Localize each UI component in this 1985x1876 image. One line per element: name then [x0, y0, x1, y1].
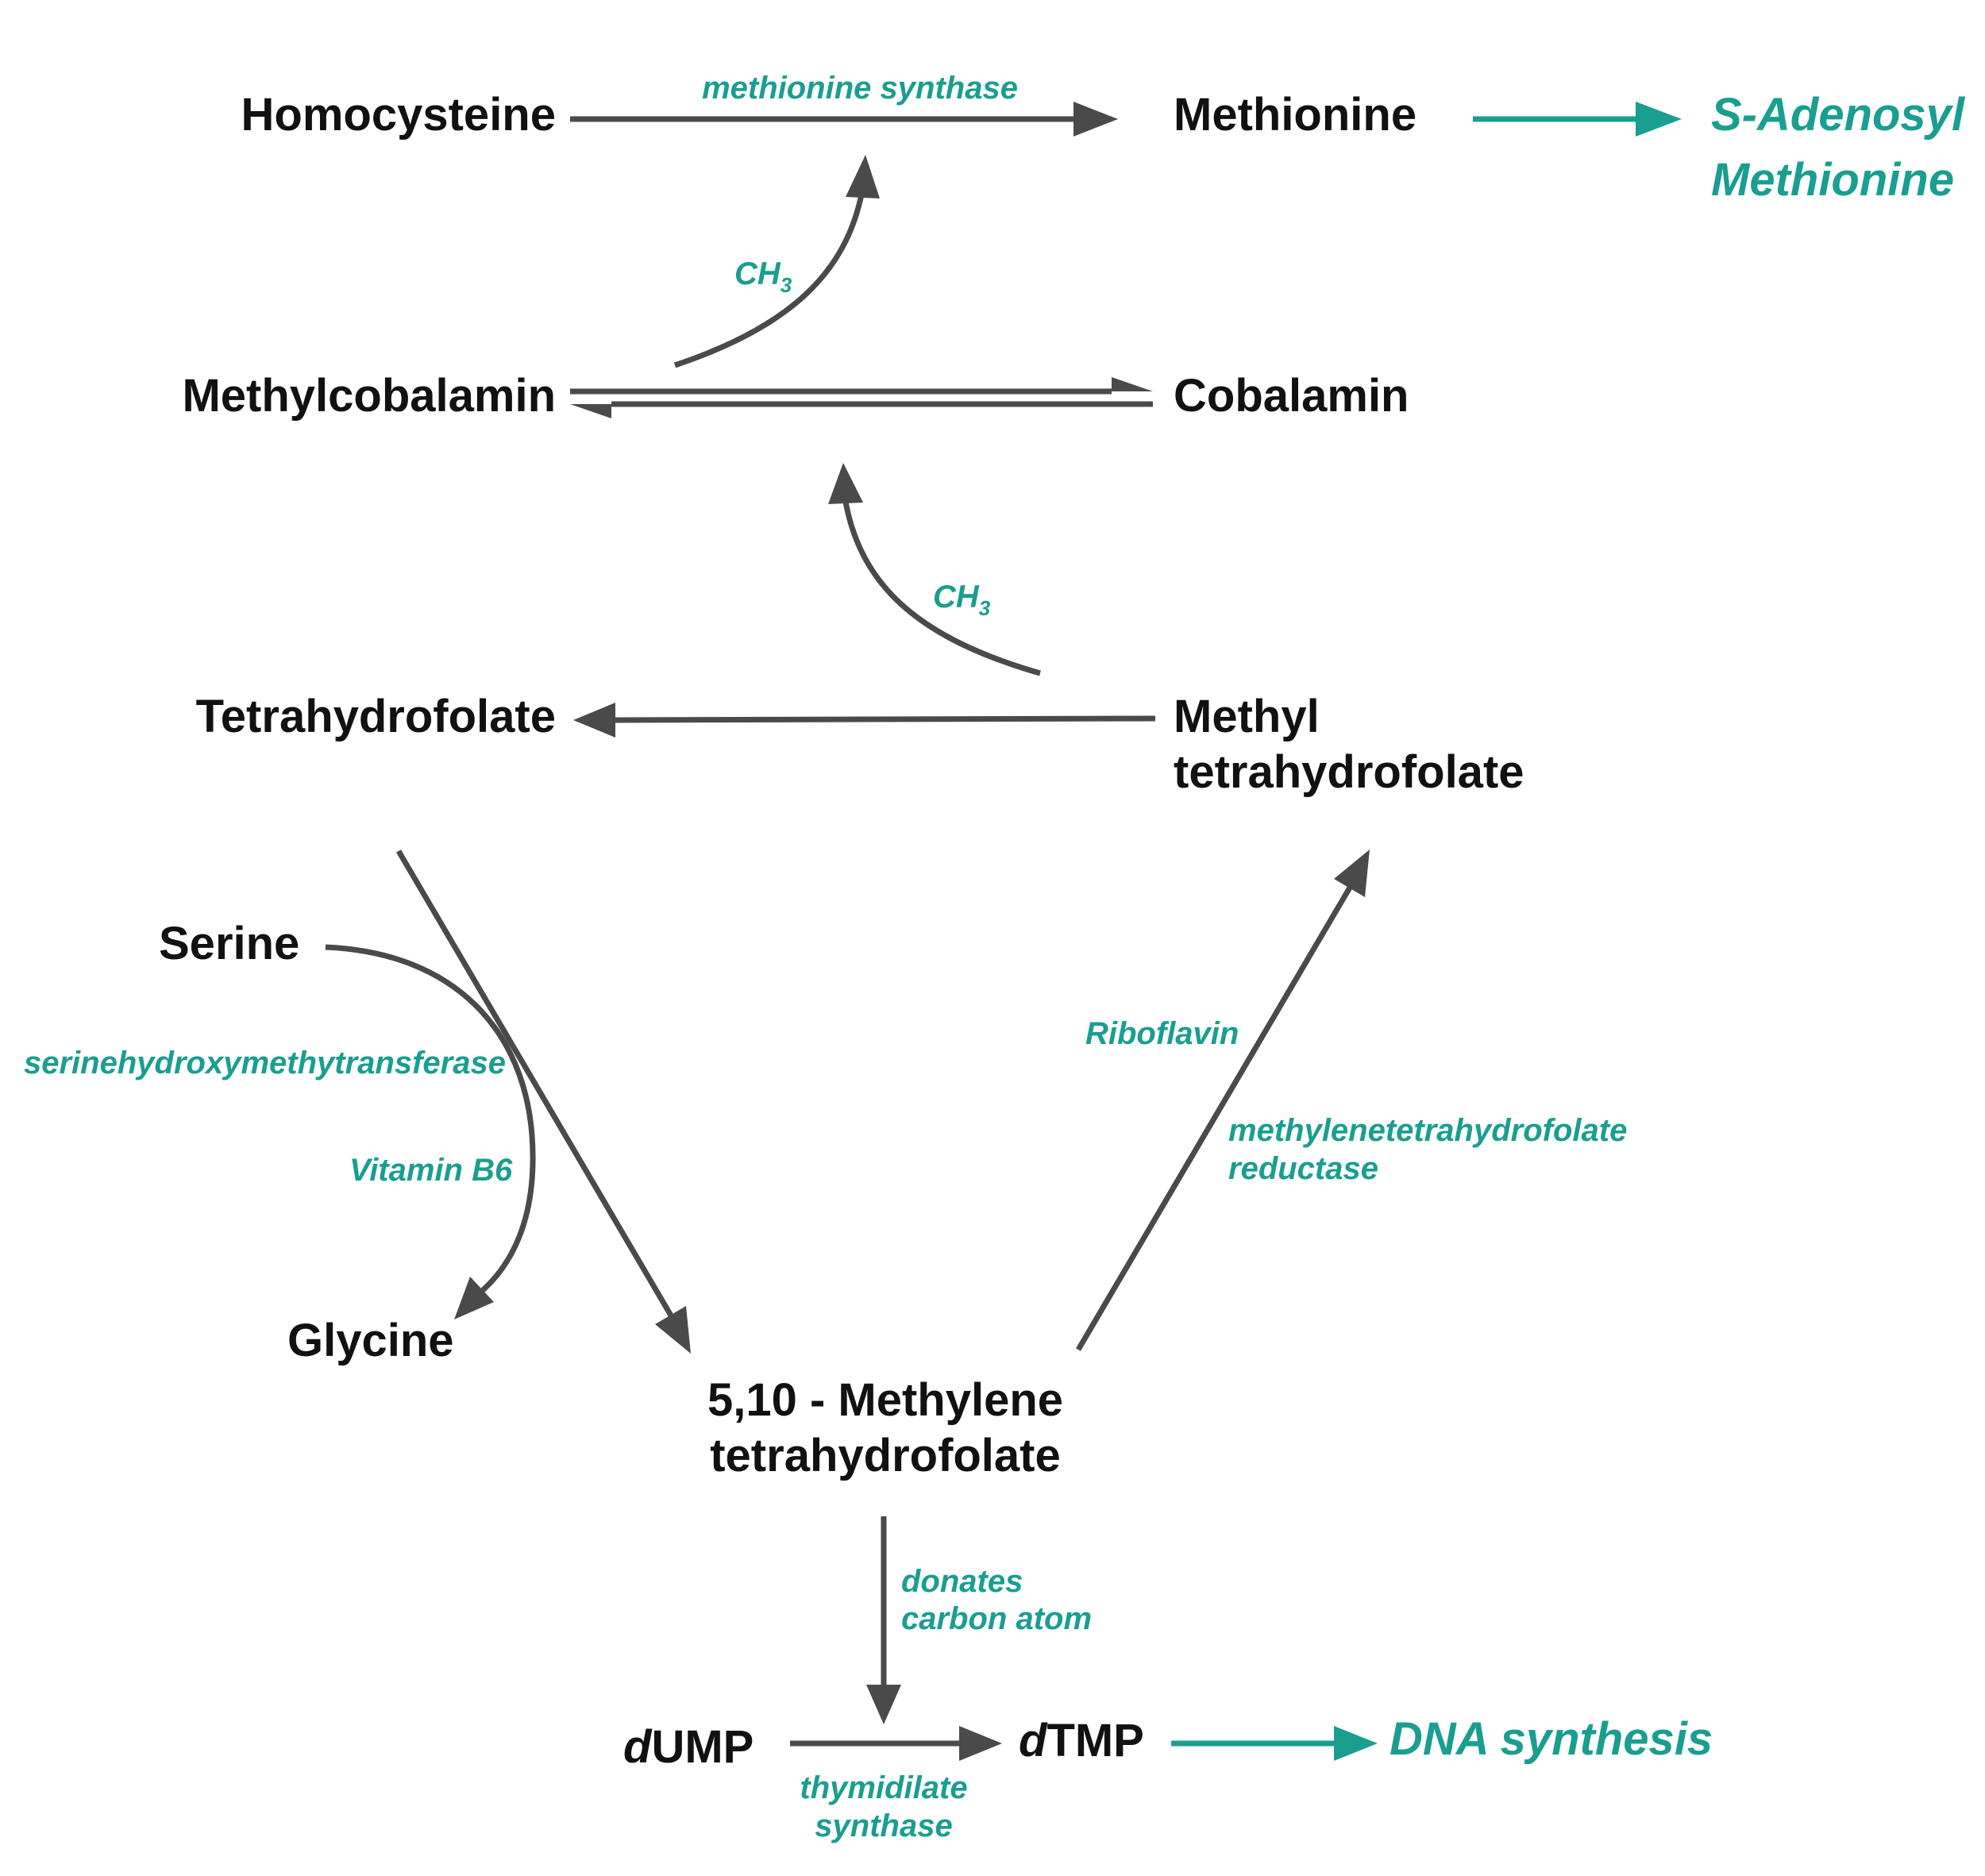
label-ts-line1: thymidilate [800, 1770, 967, 1805]
arrow-ch3-to-methionine-synthase [673, 194, 865, 368]
node-cobalamin: Cobalamin [1174, 370, 1409, 422]
node-methyl-thf-line2: tetrahydrofolate [1174, 746, 1524, 798]
node-dump: dUMP [623, 1721, 754, 1773]
arrowhead-ch3-top [846, 155, 880, 198]
label-methionine-synthase: methionine synthase [702, 71, 1018, 106]
arrowhead-methionine [1073, 102, 1118, 137]
node-dtmp: dTMP [1019, 1715, 1144, 1766]
node-homocysteine: Homocysteine [241, 89, 556, 141]
dtmp-suffix: TMP [1046, 1715, 1143, 1766]
arrowhead-donates [866, 1685, 901, 1724]
ch3-mid-main: CH [933, 580, 980, 614]
node-dna-synthesis: DNA synthesis [1390, 1713, 1713, 1765]
arrow-methylene-thf-to-methyl-thf [1075, 886, 1353, 1351]
label-ch3-top: CH3 [734, 256, 792, 297]
ch3-mid-sub: 3 [979, 596, 991, 620]
label-mthfr-line2: reductase [1228, 1151, 1378, 1186]
arrow-methyl-thf-to-thf [615, 715, 1156, 723]
node-sam-line2: Methionine [1711, 154, 1954, 206]
label-ch3-mid: CH3 [933, 580, 991, 620]
node-methylene-thf-line1: 5,10 - Methylene [707, 1374, 1063, 1426]
arrowhead-ch3-mid [828, 463, 863, 504]
node-methionine: Methionine [1174, 89, 1416, 141]
label-vitamin-b6: Vitamin B6 [349, 1153, 513, 1188]
node-methylene-thf-line2: tetrahydrofolate [710, 1430, 1061, 1481]
dtmp-prefix: d [1019, 1715, 1048, 1766]
arrowhead-thf [573, 703, 615, 738]
node-methyl-thf-line1: Methyl [1174, 691, 1320, 742]
ch3-top-sub: 3 [781, 273, 792, 297]
arrowhead-cobalamin [1112, 377, 1153, 391]
node-serine: Serine [159, 918, 299, 969]
node-glycine: Glycine [287, 1315, 454, 1366]
label-donates-line1: donates [901, 1564, 1023, 1599]
label-ts-line2: synthase [815, 1809, 952, 1843]
arrowhead-methylene-thf [655, 1306, 691, 1354]
arrow-serine-to-glycine [325, 944, 536, 1298]
arrowhead-sam [1636, 102, 1682, 137]
label-riboflavin: Riboflavin [1085, 1016, 1239, 1051]
node-sam-line1: S-Adenosyl [1711, 89, 1966, 141]
label-mthfr-line1: methylenetetrahydrofolate [1228, 1113, 1627, 1148]
dump-prefix: d [623, 1721, 653, 1773]
arrow-ch3-to-cobalamin [842, 501, 1041, 676]
arrowhead-dtmp [959, 1726, 1002, 1761]
arrowhead-methylcobalamin [570, 404, 611, 418]
arrow-thf-to-methylene-thf [395, 849, 674, 1317]
ch3-top-main: CH [734, 256, 781, 291]
dump-suffix: UMP [651, 1721, 754, 1773]
arrowhead-glycine [454, 1277, 494, 1319]
arrowhead-dna-synthesis [1334, 1726, 1378, 1761]
label-shmt: serinehydroxymethytransferase [24, 1046, 506, 1081]
node-methylcobalamin: Methylcobalamin [182, 370, 556, 422]
arrowhead-methyl-thf [1334, 849, 1370, 897]
node-tetrahydrofolate: Tetrahydrofolate [196, 691, 556, 742]
label-donates-line2: carbon atom [901, 1601, 1092, 1636]
